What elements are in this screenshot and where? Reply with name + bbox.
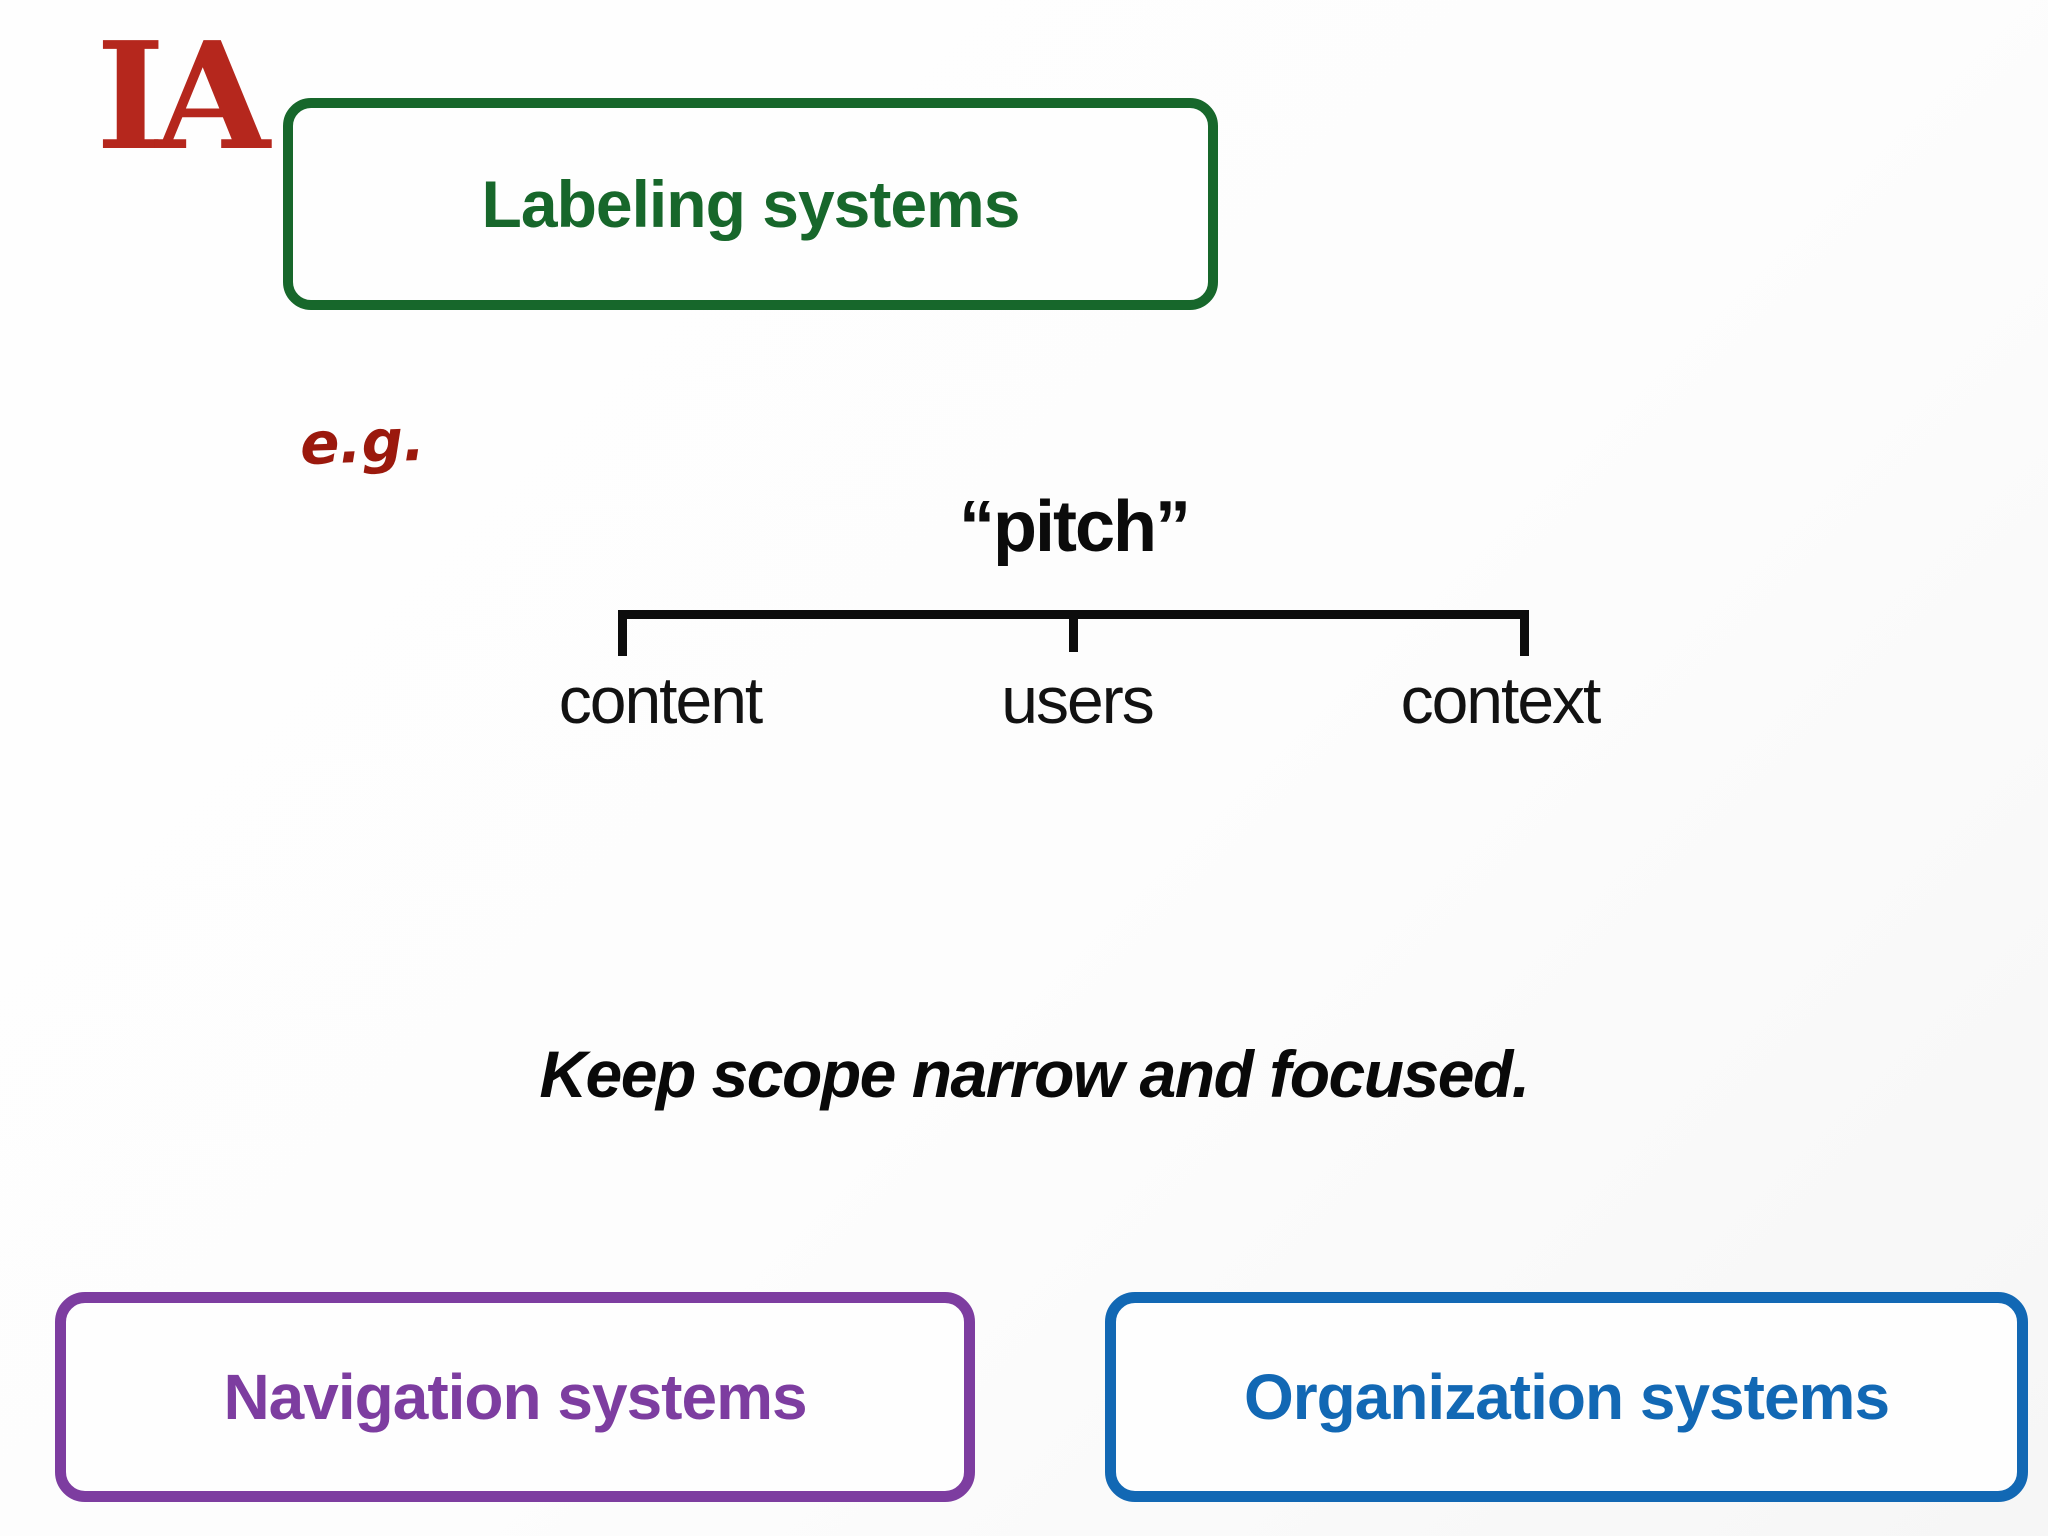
example-marker: e.g. (298, 405, 427, 479)
tree-root-label: “pitch” (959, 487, 1191, 567)
tree-bracket-tick-right (1520, 610, 1529, 656)
tree-leaf-content: content (558, 663, 763, 737)
scope-note: Keep scope narrow and focused. (539, 1037, 1530, 1111)
organization-systems-label: Organization systems (1243, 1361, 1890, 1433)
ia-logo: IA (96, 9, 270, 183)
tree-leaf-users: users (1001, 663, 1154, 737)
tree-leaf-context: context (1400, 663, 1602, 737)
labeling-systems-box: Labeling systems (283, 98, 1218, 310)
labeling-systems-label: Labeling systems (481, 167, 1021, 241)
tree-bracket-tick-middle (1069, 610, 1078, 652)
organization-systems-box: Organization systems (1105, 1292, 2028, 1502)
navigation-systems-box: Navigation systems (55, 1292, 975, 1502)
tree-bracket-tick-left (618, 610, 627, 656)
navigation-systems-label: Navigation systems (223, 1361, 807, 1433)
